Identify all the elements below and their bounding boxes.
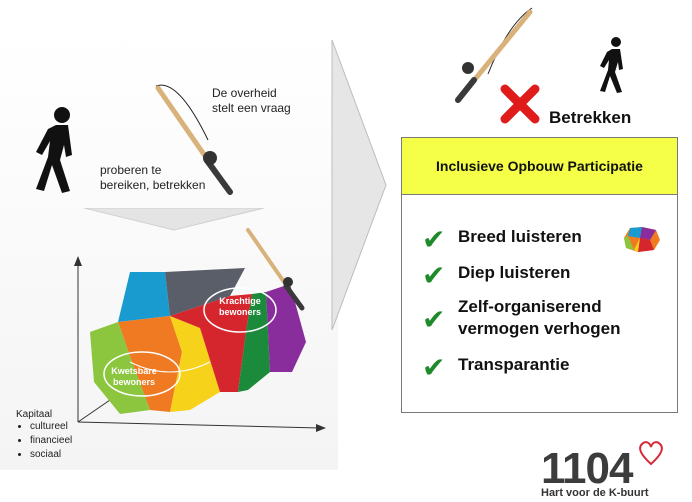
fishing-rod-small-icon [246,228,305,311]
region-orange [118,316,182,412]
betrekken-label: Betrekken [549,108,632,127]
region-yellow [170,316,220,412]
government-question-text: De overheid stelt een vraag [212,86,291,115]
red-cross-icon [500,84,540,124]
colored-map-icon [624,227,660,252]
region-red [170,294,252,392]
capital-legend: Kapitaal cultureel financieel sociaal [16,409,72,462]
region-darkgreen [238,292,270,392]
region-grey [165,268,245,316]
funnel-triangle [84,208,264,231]
logo-tagline: Hart voor de K-buurt [541,487,649,499]
list-item: ✔ Zelf-organiserend vermogen verhogen [422,296,621,340]
item-label: Breed luisteren [458,227,582,246]
fishing-rod-icon [155,84,233,195]
checkmark-icon: ✔ [422,260,446,291]
item-label: Zelf-organiserend vermogen verhogen [458,297,621,338]
chevron-right-icon [331,40,387,330]
strong-residents-label: Krachtige bewoners [218,296,261,317]
region-lightgreen [90,322,150,414]
participation-box: Inclusieve Opbouw Participatie ✔ Breed l… [401,137,678,413]
list-item: ✔ Transparantie [422,354,570,382]
checkmark-icon: ✔ [422,224,446,255]
capital-item: cultureel [30,420,72,434]
list-item: ✔ Diep luisteren [422,262,570,290]
checkmark-icon: ✔ [422,304,446,335]
item-label: Diep luisteren [458,263,571,282]
reach-involve-text: proberen te bereiken, betrekken [100,163,206,192]
capital-item: financieel [30,434,72,448]
region-blue [118,272,170,322]
logo-number: 1104 [541,444,633,493]
walking-person-icon [36,107,72,193]
fishing-rod-right-icon [455,7,533,103]
heart-icon [639,441,663,466]
capital-item: sociaal [30,448,72,462]
capital-map [74,256,326,432]
checkmark-icon: ✔ [422,352,446,383]
list-item: ✔ Breed luisteren [422,226,582,254]
vulnerable-residents-label: Kwetsbare bewoners [111,366,157,387]
participation-box-title: Inclusieve Opbouw Participatie [402,138,677,195]
capital-label: Kapitaal [16,409,53,420]
walking-person-right-icon [600,37,623,93]
item-label: Transparantie [458,355,570,374]
